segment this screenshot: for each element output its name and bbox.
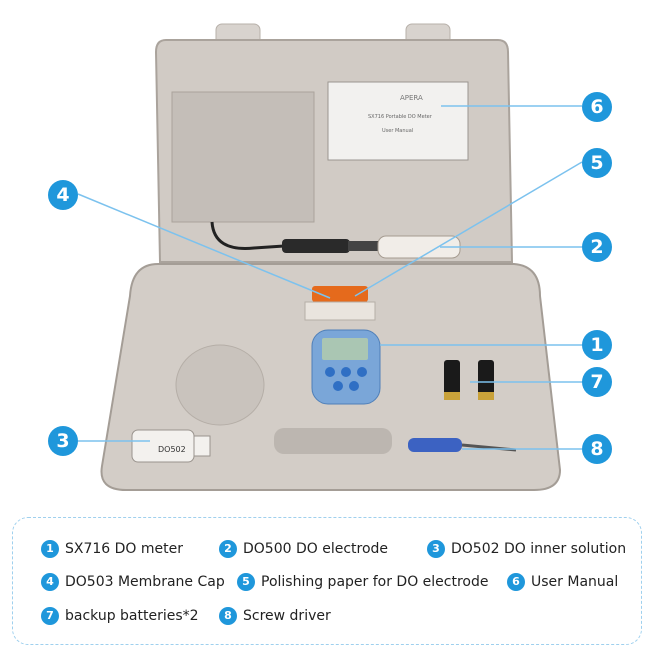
legend-num: 3 [427, 540, 445, 558]
legend-num: 6 [507, 573, 525, 591]
legend-text: backup batteries*2 [65, 608, 199, 624]
legend-text: Polishing paper for DO electrode [261, 574, 489, 590]
callout-3: 3 [48, 426, 78, 456]
legend-text: DO503 Membrane Cap [65, 574, 225, 590]
callout-8: 8 [582, 434, 612, 464]
legend-item-1: 1 SX716 DO meter [41, 540, 183, 558]
callout-4: 4 [48, 180, 78, 210]
manual-brand: APERA [400, 94, 423, 102]
callout-5: 5 [582, 148, 612, 178]
legend-num: 2 [219, 540, 237, 558]
legend-text: SX716 DO meter [65, 541, 184, 557]
legend-num: 7 [41, 607, 59, 625]
callout-1: 1 [582, 330, 612, 360]
legend-text: DO500 DO electrode [243, 541, 389, 557]
legend-item-4: 4 DO503 Membrane Cap [41, 573, 225, 591]
legend-item-5: 5 Polishing paper for DO electrode [237, 573, 489, 591]
legend-item-8: 8 Screw driver [219, 607, 331, 625]
legend-num: 5 [237, 573, 255, 591]
manual-title: SX716 Portable DO Meter [368, 114, 433, 120]
membrane-cap [312, 286, 368, 302]
polishing-paper [304, 301, 376, 321]
callout-6: 6 [582, 92, 612, 122]
bottle-label: DO502 [158, 445, 186, 454]
callout-7: 7 [582, 367, 612, 397]
legend-num: 8 [219, 607, 237, 625]
do-meter [311, 329, 381, 405]
legend-num: 1 [41, 540, 59, 558]
legend-text: Screw driver [243, 608, 331, 624]
legend-item-6: 6 User Manual [507, 573, 618, 591]
legend-text: User Manual [531, 574, 619, 590]
inner-solution-bottle: DO502 [131, 429, 211, 463]
manual-subtitle: User Manual [382, 128, 413, 134]
legend-num: 4 [41, 573, 59, 591]
legend-item-2: 2 DO500 DO electrode [219, 540, 388, 558]
legend-text: DO502 DO inner solution [451, 541, 627, 557]
user-manual: APERA SX716 Portable DO Meter User Manua… [327, 81, 469, 161]
callout-2: 2 [582, 232, 612, 262]
backup-batteries [444, 360, 494, 400]
legend-item-7: 7 backup batteries*2 [41, 607, 199, 625]
legend-item-3: 3 DO502 DO inner solution [427, 540, 626, 558]
kit-photo: APERA SX716 Portable DO Meter User Manua… [77, 23, 583, 491]
